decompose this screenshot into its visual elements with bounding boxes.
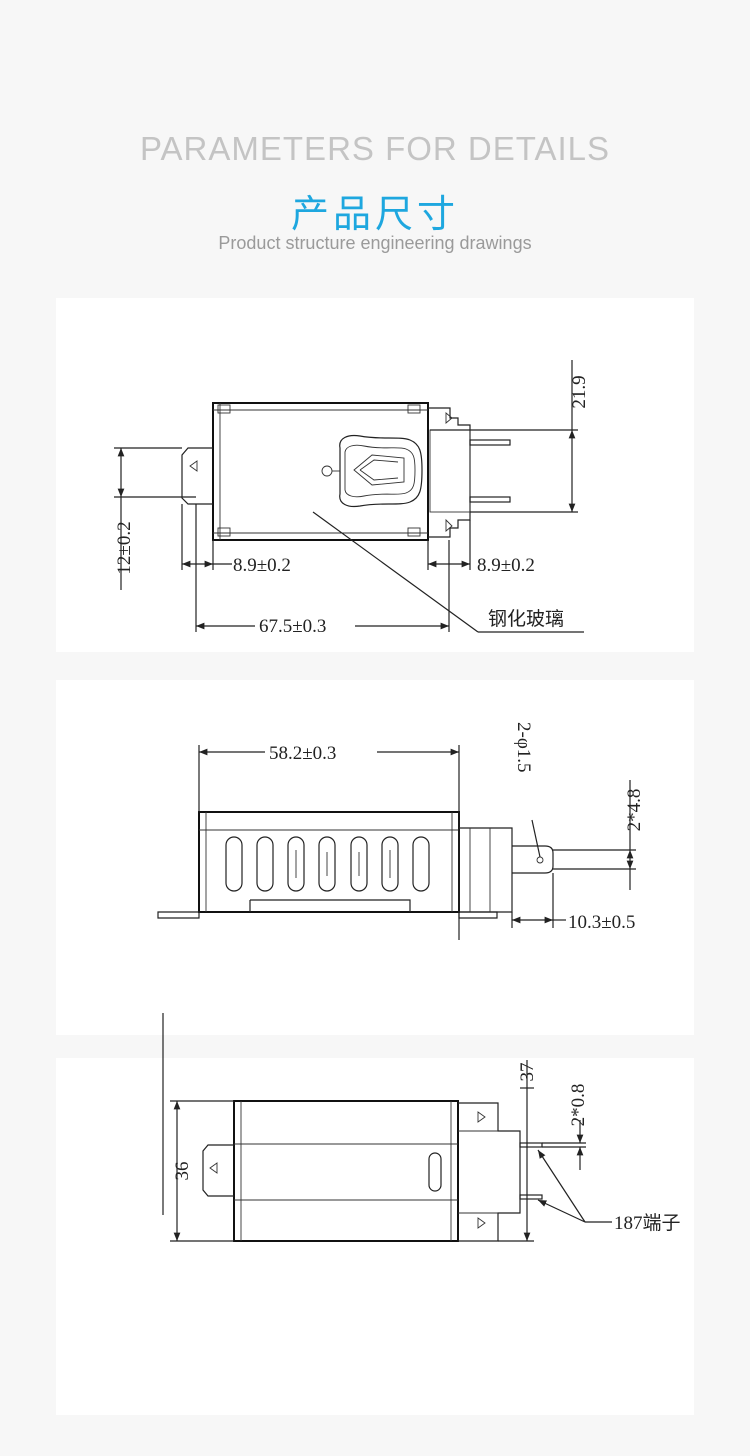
dim-pin-width: 2*4.8	[624, 789, 645, 832]
dim-height-left: 12±0.2	[114, 521, 135, 574]
title-chinese: 产品尺寸	[290, 192, 459, 236]
bottom-left-tab	[202, 1144, 234, 1197]
side-socket	[459, 827, 513, 913]
vent-slot	[350, 836, 368, 892]
dim-left-tab: 8.9±0.2	[233, 555, 291, 576]
dim-pin-thickness: 2*0.8	[568, 1084, 589, 1127]
drawing-panel-middle	[56, 680, 694, 1035]
bottom-body	[233, 1100, 459, 1242]
side-pin	[512, 845, 554, 874]
dim-width-bottom: 36	[172, 1162, 193, 1181]
dim-right-tab: 8.9±0.2	[477, 555, 535, 576]
vent-slot	[318, 836, 336, 892]
dim-length-side: 58.2±0.3	[269, 743, 336, 764]
dim-length-top: 67.5±0.3	[259, 616, 326, 637]
dim-height-right: 21.9	[569, 375, 590, 408]
vent-slot	[256, 836, 274, 892]
left-mount-tab	[181, 447, 213, 505]
side-body	[198, 811, 460, 913]
body-outline	[212, 402, 429, 541]
view-side: 58.2±0.3 2-φ1.5 2*4.8 10.3±0.5	[157, 722, 645, 940]
label-terminal-187: 187端子	[614, 1212, 681, 1234]
dim-hole-diameter: 2-φ1.5	[513, 722, 534, 773]
drawing-panel-top	[56, 298, 694, 652]
dim-pin-length: 10.3±0.5	[568, 912, 635, 933]
vent-slot	[287, 836, 305, 892]
vent-slot	[381, 836, 399, 892]
vent-slot	[412, 836, 430, 892]
title-english: PARAMETERS FOR DETAILS	[139, 130, 610, 167]
vent-slot	[225, 836, 243, 892]
dim-overall-top: 37	[517, 1063, 538, 1082]
bottom-socket	[458, 1102, 521, 1242]
subtitle: Product structure engineering drawings	[218, 233, 532, 253]
view-top: 钢化玻璃 21.9 12±0.2 8.9±0.2 8.9±0.2 67.5±0.…	[114, 360, 590, 637]
halogen-bulb	[339, 434, 423, 508]
right-socket	[428, 407, 471, 538]
label-tempered-glass: 钢化玻璃	[488, 608, 564, 630]
drawing-panel-bottom	[56, 1058, 694, 1415]
view-bottom: 36 37 2*0.8 187端子	[162, 1013, 681, 1242]
